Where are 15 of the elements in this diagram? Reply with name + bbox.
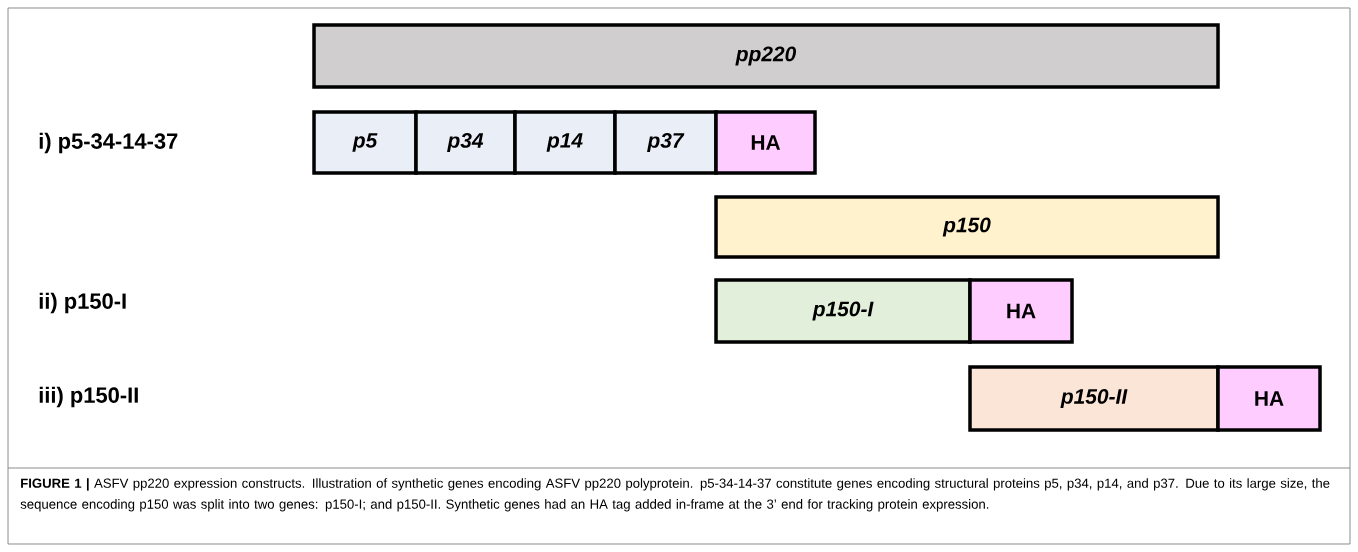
- gene-box: p5: [312, 110, 418, 175]
- row-label: ii) p150-I: [39, 292, 126, 314]
- gene-box: pp220: [312, 23, 1220, 89]
- gene-box: p150: [714, 195, 1220, 259]
- gene-box: p150-I: [714, 278, 972, 344]
- figure-caption: FIGURE 1 | ASFV pp220 expression constructs. Illustration of synthetic genes encoding ASFV pp220 polyprotein. p5-34-14-37 constitute genes encoding structural proteins p5, p34, p14, and p37. Due to its large size, the sequence encoding p150 was split into two genes: p150-I; and p150-II. Synthetic genes had an HA tag added in-frame at the 3’ end for tracking protein expression.: [20, 478, 1330, 512]
- gene-box: HA: [1216, 365, 1322, 432]
- gene-box: p150-II: [968, 365, 1220, 432]
- row-label: iii) p150-II: [39, 386, 138, 408]
- gene-box: p34: [414, 110, 517, 175]
- gene-box: HA: [968, 278, 1074, 344]
- gene-box: HA: [714, 110, 817, 175]
- gene-box: p37: [613, 110, 718, 175]
- gene-box: p14: [513, 110, 617, 175]
- row-label: i) p5-34-14-37: [39, 132, 178, 154]
